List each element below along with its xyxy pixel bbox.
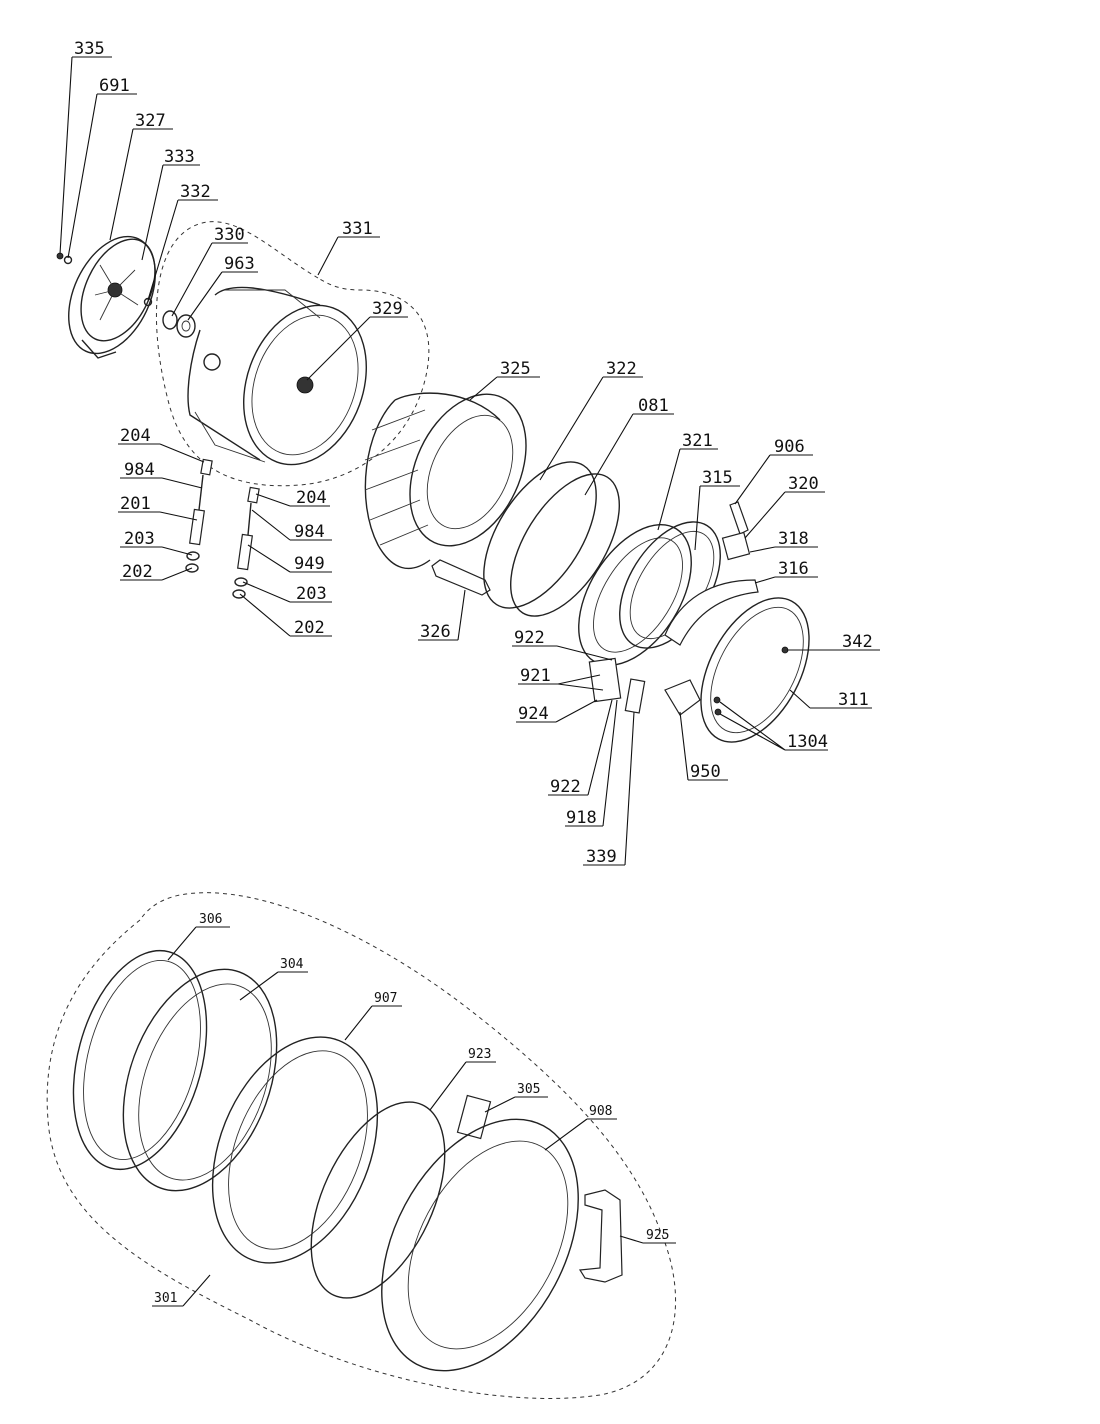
- callout-333: 333: [164, 147, 195, 167]
- callout-331: 331: [342, 219, 373, 239]
- lock-lever: [729, 501, 749, 535]
- outer-door-frame: [381, 1118, 579, 1372]
- pulley: [68, 235, 156, 359]
- bearing-963: [176, 314, 196, 338]
- callout-203b: 203: [296, 584, 327, 604]
- hinge-950: [664, 679, 701, 716]
- callout-922b: 922: [550, 777, 581, 797]
- control-board: [588, 657, 622, 703]
- callout-203a: 203: [124, 529, 155, 549]
- callout-327: 327: [135, 111, 166, 131]
- callout-342: 342: [842, 632, 873, 652]
- callout-325: 325: [500, 359, 531, 379]
- callout-918: 918: [566, 808, 597, 828]
- group-outline-331: [155, 221, 430, 487]
- front-panel-ring: [700, 597, 810, 743]
- callout-322: 322: [606, 359, 637, 379]
- callout-204b: 204: [296, 488, 327, 508]
- callout-318: 318: [778, 529, 809, 549]
- front-tub-ring: [578, 523, 692, 667]
- callout-329: 329: [372, 299, 403, 319]
- callout-925: 925: [646, 1228, 669, 1243]
- callout-201: 201: [120, 494, 151, 514]
- callout-906: 906: [774, 437, 805, 457]
- callout-316: 316: [778, 559, 809, 579]
- callout-311: 311: [838, 690, 869, 710]
- callout-339: 339: [586, 847, 617, 867]
- callout-330: 330: [214, 225, 245, 245]
- callout-963: 963: [224, 254, 255, 274]
- callout-320: 320: [788, 474, 819, 494]
- wire-ring: [310, 1101, 446, 1299]
- callout-306: 306: [199, 912, 222, 927]
- callout-922a: 922: [514, 628, 545, 648]
- callout-1304: 1304: [787, 732, 828, 752]
- callout-202a: 202: [122, 562, 153, 582]
- shock-absorber-right: [232, 486, 260, 599]
- callout-204a: 204: [120, 426, 151, 446]
- callout-332: 332: [180, 182, 211, 202]
- ring-081: [510, 473, 620, 617]
- callout-691: 691: [99, 76, 130, 96]
- leader-lines: [59, 56, 880, 1307]
- group-outline-301: [46, 892, 676, 1399]
- callout-labels: 335 691 327 333 332 330 963 331 329 204 …: [74, 39, 873, 1306]
- callout-321: 321: [682, 431, 713, 451]
- callout-326: 326: [420, 622, 451, 642]
- callout-907: 907: [374, 991, 397, 1006]
- shock-absorber-left: [185, 458, 213, 573]
- rear-tub: [187, 286, 367, 466]
- bearing-330: [162, 310, 178, 330]
- lifter: [431, 559, 491, 596]
- callout-081: 081: [638, 396, 669, 416]
- callout-908: 908: [589, 1104, 612, 1119]
- callout-301: 301: [154, 1291, 177, 1306]
- callout-923: 923: [468, 1047, 491, 1062]
- callout-335: 335: [74, 39, 105, 59]
- bracket-316: [664, 579, 759, 646]
- callout-304: 304: [280, 957, 304, 972]
- callout-984a: 984: [124, 460, 155, 480]
- callout-924: 924: [518, 704, 549, 724]
- callout-984b: 984: [294, 522, 325, 542]
- door-seal: [72, 949, 208, 1171]
- callout-950: 950: [690, 762, 721, 782]
- drum: [364, 392, 527, 570]
- callout-202b: 202: [294, 618, 325, 638]
- inner-door-frame: [211, 1036, 379, 1264]
- callout-949: 949: [294, 554, 325, 574]
- callout-921: 921: [520, 666, 551, 686]
- door-handle: [578, 1189, 623, 1283]
- switch-339: [624, 678, 646, 714]
- door-glass: [122, 968, 278, 1192]
- lock-body: [721, 531, 751, 561]
- callout-315: 315: [702, 468, 733, 488]
- ring-322: [483, 461, 597, 609]
- callout-305: 305: [517, 1082, 540, 1097]
